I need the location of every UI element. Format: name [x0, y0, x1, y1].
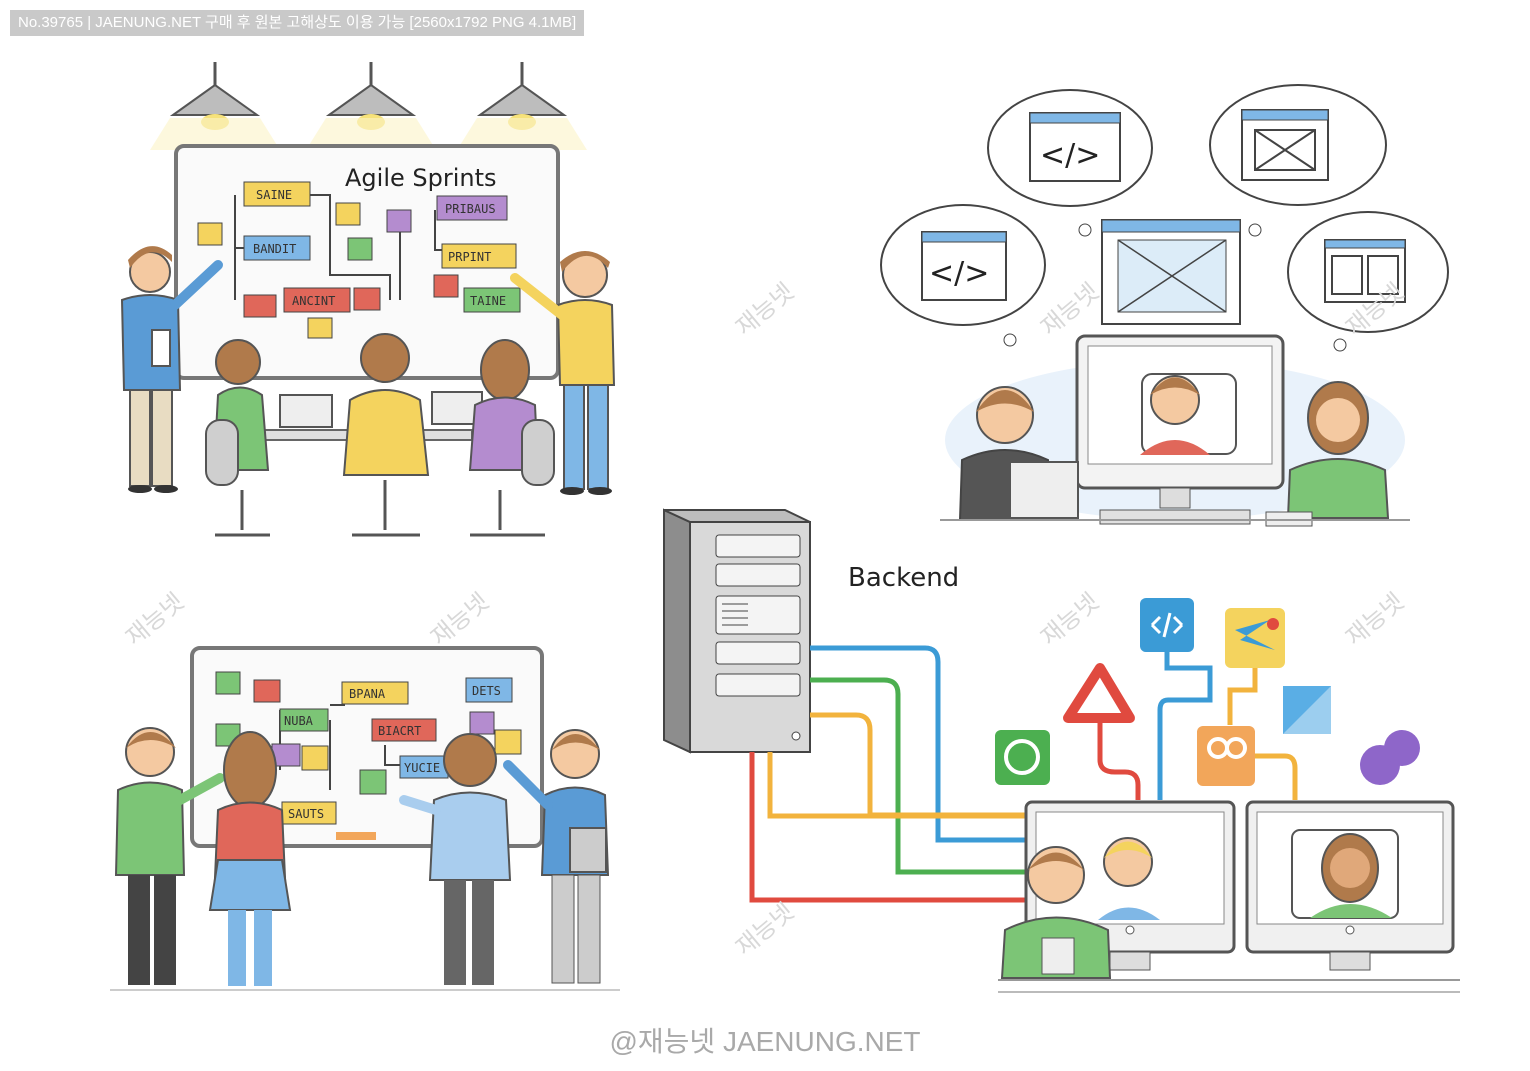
- agile-board-title: Agile Sprints: [345, 164, 497, 192]
- person: [1265, 381, 1390, 527]
- thought-bubble: </>: [880, 204, 1046, 326]
- lamp: [457, 62, 587, 150]
- person: [114, 727, 225, 985]
- person: [468, 339, 555, 537]
- sticky-note: BIACRT: [378, 724, 421, 738]
- chat-icon: [1384, 730, 1420, 766]
- planning-board-scene: BPANA DETS NUBA BIACRT YUCIE SAUTS: [110, 646, 620, 991]
- remote-meeting-scene: </> </>: [880, 84, 1449, 527]
- thought-bubble: [1209, 84, 1387, 206]
- app-icon: [995, 730, 1050, 785]
- lamp: [306, 62, 436, 150]
- sticky-note: BANDIT: [253, 242, 296, 256]
- sticky-note: TAINE: [470, 294, 506, 308]
- app-icon: [1283, 686, 1331, 734]
- person: [120, 246, 223, 493]
- person: [208, 731, 292, 986]
- person: [503, 729, 610, 984]
- app-icon: [1197, 726, 1255, 786]
- network-cable: [810, 712, 1030, 818]
- person: [510, 251, 616, 495]
- network-cable: [810, 645, 1030, 843]
- sticky-note: PRIBAUS: [445, 202, 496, 216]
- person: [1000, 846, 1112, 979]
- monitor: [1024, 800, 1236, 971]
- network-cable: [810, 677, 1030, 875]
- network-cable: [749, 752, 1030, 903]
- person: [342, 333, 430, 537]
- person: [958, 386, 1079, 521]
- code-icon: </>: [1040, 138, 1100, 173]
- sticky-note: YUCIE: [404, 761, 440, 775]
- backend-scene: Backend: [663, 508, 1460, 993]
- app-icon: [1225, 608, 1285, 668]
- server-tower: [663, 508, 811, 754]
- sticky-note: DETS: [472, 684, 501, 698]
- sticky-note: NUBA: [284, 714, 314, 728]
- footer-watermark: @재능넷 JAENUNG.NET: [609, 1026, 921, 1057]
- thought-bubble: </>: [987, 89, 1153, 207]
- lamp: [150, 62, 280, 150]
- person: [205, 339, 270, 537]
- warning-icon: [1063, 663, 1135, 723]
- backend-label: Backend: [848, 563, 959, 593]
- sticky-note: ANCINT: [292, 294, 335, 308]
- sticky-note: BPANA: [349, 687, 386, 701]
- monitor: [1245, 800, 1455, 971]
- person: [399, 733, 512, 985]
- code-icon: </>: [929, 256, 989, 291]
- agile-team-scene: Agile Sprints SAINE BANDIT ANCINT PRIBAU…: [120, 62, 616, 537]
- network-cable: [767, 752, 1030, 819]
- sticky-note: SAINE: [256, 188, 292, 202]
- sticky-note: SAUTS: [288, 807, 324, 821]
- sticky-note: PRPINT: [448, 250, 491, 264]
- top-banner: No.39765 | JAENUNG.NET 구매 후 원본 고해상도 이용 가…: [10, 10, 585, 36]
- thought-bubble: [1287, 211, 1449, 333]
